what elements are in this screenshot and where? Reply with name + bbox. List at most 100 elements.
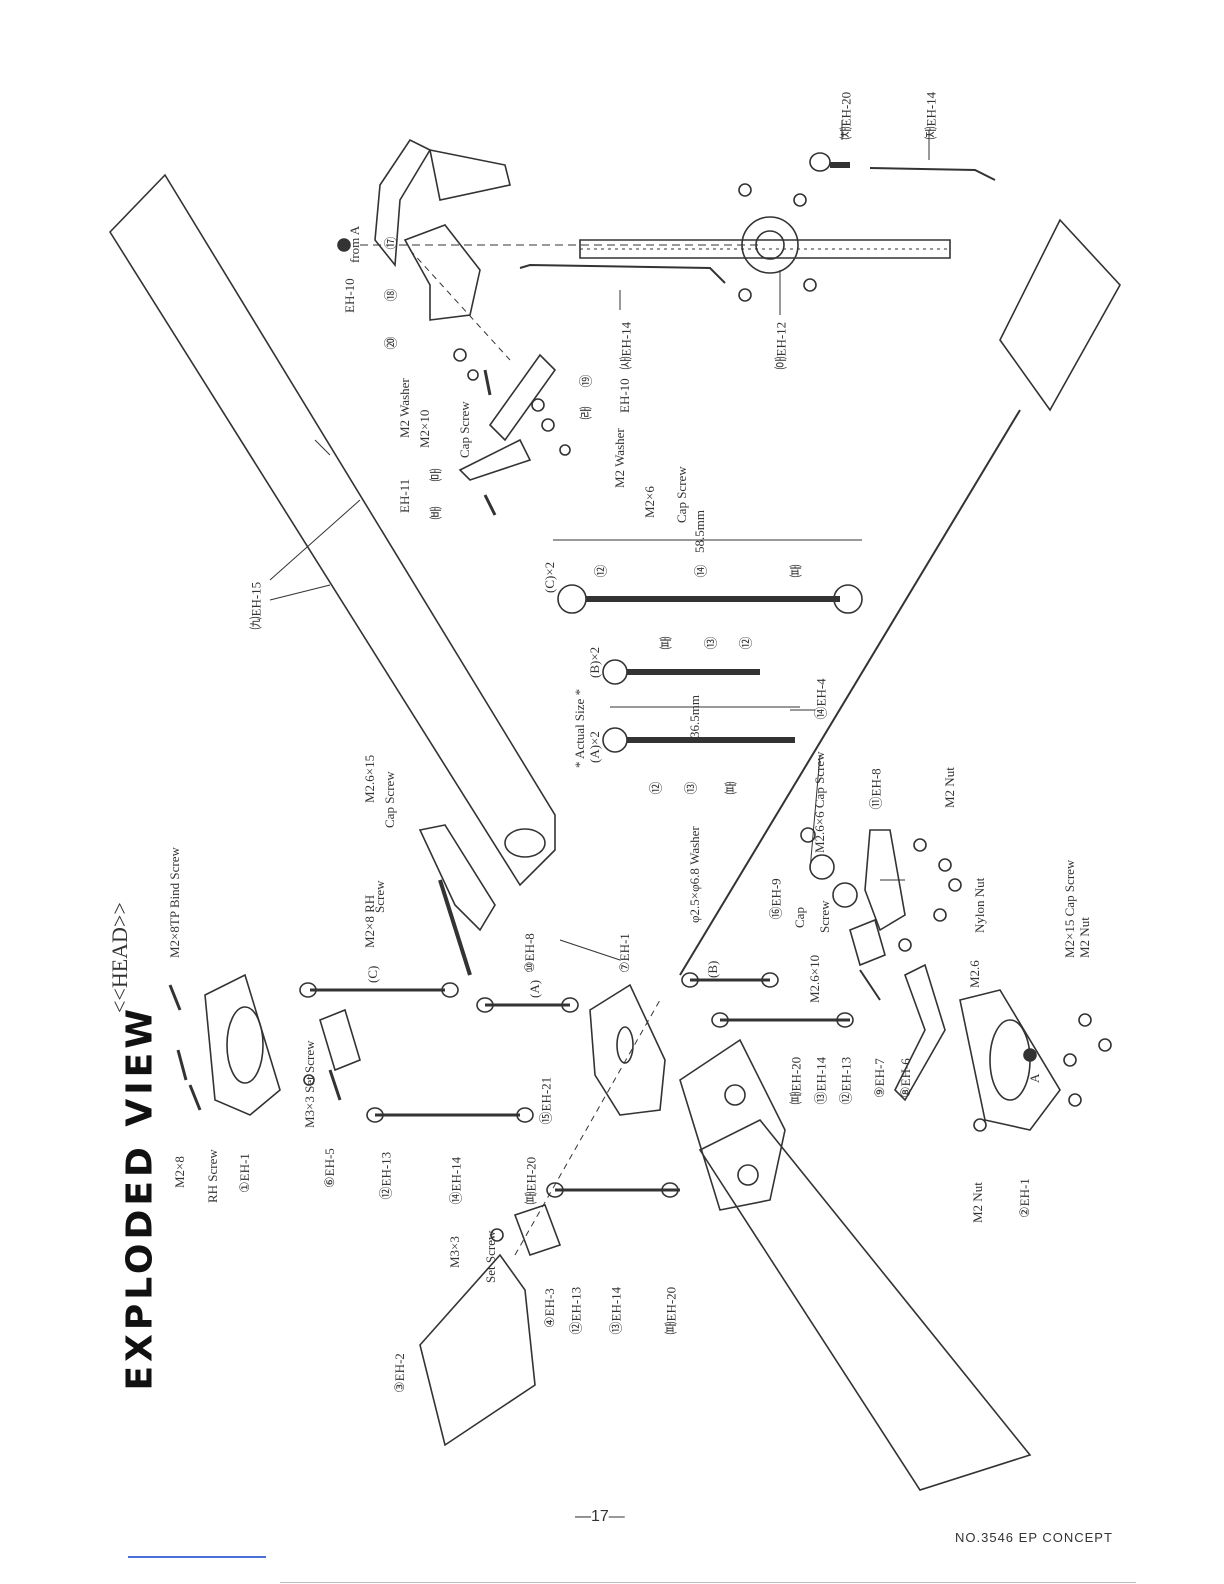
label-n13-b: ⑬	[703, 636, 719, 650]
label-m2-nut-a: M2 Nut	[942, 767, 957, 808]
label-c-x2: (C)×2	[542, 561, 557, 593]
label-eh13-a: ⑫EH-13	[378, 1151, 394, 1200]
label-eh1-b: ⑦EH-1	[617, 933, 632, 973]
label-n22: ㈒	[428, 468, 444, 482]
label-rh-screw: RH Screw	[205, 1149, 220, 1203]
label-eh13-c: ⑫EH-13	[838, 1056, 854, 1105]
label-eh9: ⑯EH-9	[768, 878, 784, 920]
page-subtitle: <<HEAD>>	[107, 902, 132, 1013]
label-screw-b: Screw	[372, 880, 387, 914]
label-m2x8: M2×8	[172, 1156, 187, 1188]
label-eh10-a: EH-10	[342, 278, 357, 313]
label-eh14-a: ⑭EH-14	[448, 1156, 464, 1205]
label-cap-screw-c: Cap Screw	[457, 401, 472, 458]
label-m2x15-cap: M2×15 Cap Screw	[1062, 859, 1077, 958]
label-eh15: ㈨EH-15	[248, 581, 264, 630]
label-eh14-c: ⑬EH-14	[813, 1056, 829, 1105]
main-rotor-blade-upper	[108, 173, 556, 887]
label-nylon-nut: Nylon Nut	[972, 877, 987, 933]
label-n23: ㈓	[428, 506, 444, 520]
label-n27-b: ㈚	[658, 636, 674, 650]
label-dim-585: 58.5mm	[692, 510, 707, 553]
label-eh7: ⑨EH-7	[872, 1058, 887, 1098]
label-m2-nut-b: M2 Nut	[1077, 917, 1092, 958]
label-from-a: from A	[347, 225, 362, 263]
flybar-paddle-right	[999, 218, 1121, 412]
label-m26x6-cap: M2.6×6 Cap Screw	[812, 751, 827, 853]
label-set-screw-b: Set Screw	[483, 1230, 498, 1283]
label-eh8-b: ⑪EH-8	[868, 768, 884, 810]
label-eh13-b: ⑫EH-13	[568, 1286, 584, 1335]
label-n18: ⑱	[383, 288, 399, 302]
label-eh1-a: ①EH-1	[237, 1153, 252, 1193]
label-m26-nylon: M2.6	[967, 960, 982, 988]
label-b-link: (B)	[705, 960, 720, 978]
label-washer-25: φ2.5×φ6.8 Washer	[687, 826, 702, 923]
label-eh4: ⑭EH-4	[813, 678, 829, 720]
label-m2x10: M2×10	[417, 409, 432, 448]
label-n27-a: ㈚	[723, 781, 739, 795]
page-number: —17—	[575, 1508, 625, 1525]
flybar-paddle-left	[419, 1253, 536, 1447]
label-n13-a: ⑬	[683, 781, 699, 795]
label-m2-nut-c: M2 Nut	[970, 1182, 985, 1223]
label-eh14-d: ㈔EH-14	[618, 321, 634, 370]
label-n12-b: ⑫	[738, 636, 754, 650]
head-plate-lower	[959, 989, 1061, 1131]
label-m2x8tp-bind: M2×8TP Bind Screw	[167, 847, 182, 958]
label-point-a: A	[1027, 1073, 1042, 1083]
label-eh12: ㈕EH-12	[773, 321, 789, 370]
label-dim-365: 36.5mm	[687, 695, 702, 738]
rotor-hub	[679, 1038, 786, 1211]
label-b-x2: (B)×2	[587, 646, 602, 678]
label-m3x3-set-a: M3×3 Set Screw	[302, 1040, 317, 1129]
main-mast	[579, 239, 951, 259]
label-eh14-e: ㈖EH-14	[923, 91, 939, 140]
label-m26x10: M2.6×10	[807, 954, 822, 1003]
label-eh6: ⑧EH-6	[898, 1058, 913, 1098]
label-m2-washer-a: M2 Washer	[397, 378, 412, 438]
washout-plate	[204, 973, 281, 1116]
label-n12-a: ⑫	[648, 781, 664, 795]
label-eh11: EH-11	[397, 478, 412, 513]
label-a-x2: (A)×2	[587, 731, 602, 763]
label-m3x3-b: M3×3	[447, 1236, 462, 1268]
label-n27-c: ㈚	[788, 564, 804, 578]
label-eh3: ④EH-3	[542, 1288, 557, 1328]
flybar-rod	[679, 409, 1021, 976]
label-eh5: ⑥EH-5	[322, 1148, 337, 1188]
label-n19: ⑲	[578, 374, 594, 388]
bearing-2	[832, 882, 858, 908]
link-underline	[128, 1556, 266, 1558]
label-eh21: ⑮EH-21	[538, 1076, 554, 1125]
label-n21: ㈑	[578, 406, 594, 420]
label-eh8-a: ⑩EH-8	[522, 933, 537, 973]
label-n12-c: ⑫	[593, 564, 609, 578]
label-m2-washer-b: M2 Washer	[612, 428, 627, 488]
label-cap-screw-d: Cap Screw	[674, 466, 689, 523]
label-eh20-c: ㈚EH-20	[788, 1056, 804, 1105]
label-eh20-a: ㈚EH-20	[523, 1156, 539, 1205]
label-m2x6: M2×6	[642, 486, 657, 518]
label-eh1-c: ②EH-1	[1017, 1178, 1032, 1218]
page-title: EXPLODED VIEW	[119, 1005, 161, 1391]
label-actual-size: * Actual Size *	[572, 688, 587, 768]
label-m26x15: M2.6×15	[362, 754, 377, 803]
bearing-1	[809, 854, 835, 880]
label-n17: ⑰	[383, 236, 399, 250]
label-screw-c: Screw	[817, 900, 832, 934]
label-c-link: (C)	[365, 965, 380, 983]
footer-text: NO.3546 EP CONCEPT	[955, 1530, 1113, 1545]
label-eh14-b: ⑬EH-14	[608, 1286, 624, 1335]
label-eh20-d: ㈗EH-20	[838, 91, 854, 140]
label-n14-c: ⑭	[693, 564, 709, 578]
seesaw-block	[589, 983, 666, 1116]
mixing-arm	[418, 824, 496, 932]
label-eh2: ③EH-2	[392, 1353, 407, 1393]
linkage-rods	[299, 972, 854, 1198]
label-eh20-b: ㈚EH-20	[663, 1286, 679, 1335]
label-cap-b: Cap	[792, 907, 807, 928]
main-rotor-blade-lower	[698, 1118, 1032, 1491]
label-cap-screw-a: Cap Screw	[382, 771, 397, 828]
